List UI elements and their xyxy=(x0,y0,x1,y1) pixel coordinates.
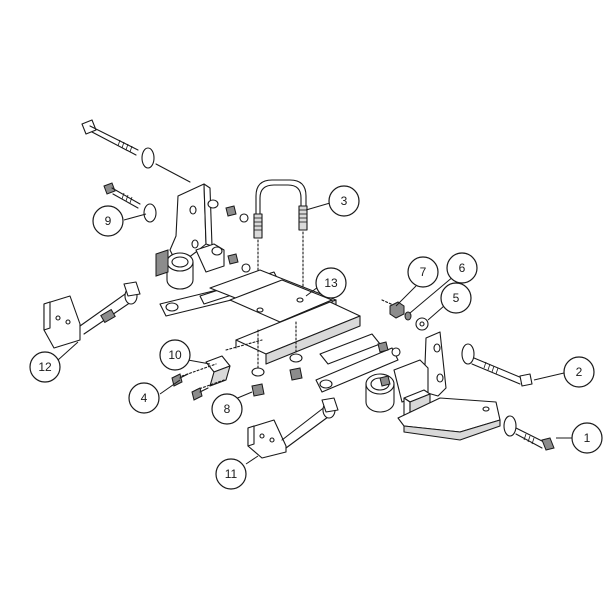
callout-6-label: 6 xyxy=(459,261,466,275)
callout-13: 13 xyxy=(315,267,347,299)
center-nuts-washers xyxy=(251,321,303,397)
small-clip-bracket xyxy=(181,339,263,391)
callout-11-label: 11 xyxy=(225,467,238,481)
callout-3: 3 xyxy=(328,185,360,217)
callout-9: 9 xyxy=(92,205,124,237)
short-bolt-right xyxy=(503,415,555,451)
callout-4-label: 4 xyxy=(141,391,148,405)
callout-10: 10 xyxy=(159,339,191,371)
hardware-stack-right xyxy=(381,299,429,331)
callout-4: 4 xyxy=(128,382,160,414)
callout-6: 6 xyxy=(446,252,478,284)
callout-7-label: 7 xyxy=(420,265,427,279)
callout-7: 7 xyxy=(407,256,439,288)
right-mount-bracket xyxy=(365,331,501,441)
screws xyxy=(171,373,209,401)
u-bolt xyxy=(253,179,308,291)
callout-leaders xyxy=(57,202,572,465)
long-bolt-right xyxy=(461,343,533,387)
main-frame xyxy=(159,269,399,393)
callout-8: 8 xyxy=(211,393,243,425)
callout-5: 5 xyxy=(440,282,472,314)
callout-12: 12 xyxy=(29,351,61,383)
callout-10-label: 10 xyxy=(168,348,182,362)
left-bracket-hardware xyxy=(207,199,251,273)
right-bracket-hardware xyxy=(377,341,401,387)
callout-2: 2 xyxy=(563,356,595,388)
callout-12-label: 12 xyxy=(38,360,52,374)
callout-1: 1 xyxy=(571,422,603,454)
callout-5-label: 5 xyxy=(453,291,460,305)
pin-bracket-right xyxy=(247,397,339,459)
callout-11: 11 xyxy=(215,458,247,490)
pin-bracket-left xyxy=(43,281,141,349)
callout-8-label: 8 xyxy=(224,402,231,416)
callout-13-label: 13 xyxy=(324,276,338,290)
callout-2-label: 2 xyxy=(576,365,583,379)
callout-9-label: 9 xyxy=(105,214,112,228)
callout-3-label: 3 xyxy=(341,194,348,208)
callout-1-label: 1 xyxy=(584,431,591,445)
long-bolt-left xyxy=(81,119,191,183)
short-bolt-left xyxy=(103,182,157,223)
